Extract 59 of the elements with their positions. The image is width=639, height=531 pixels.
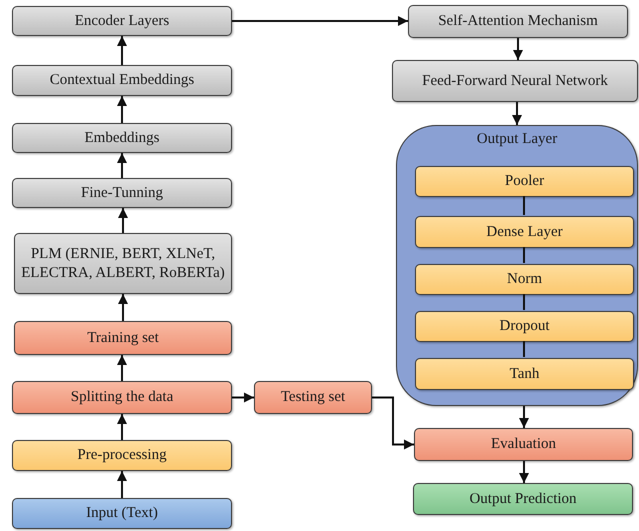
box-label: Feed-Forward Neural Network: [422, 72, 608, 90]
process-box: [413, 483, 633, 515]
box-label: Pre-processing: [77, 446, 167, 465]
arrow: [118, 294, 128, 321]
arrow: [118, 208, 128, 233]
box-label: Output Prediction: [469, 490, 577, 508]
process-box: [12, 65, 232, 96]
connector-line: [523, 247, 525, 263]
process-box: [12, 498, 232, 529]
box-label: Encoder Layers: [74, 12, 170, 30]
connector-line: [523, 341, 525, 357]
connector-line: [523, 196, 525, 215]
arrow: [512, 102, 522, 125]
process-box: [254, 381, 372, 414]
box-label: Testing set: [280, 388, 346, 407]
box-label: Contextual Embeddings: [50, 71, 194, 90]
process-box: [414, 428, 633, 461]
process-box: [12, 123, 232, 153]
arrow: [117, 414, 127, 440]
arrow: [117, 36, 127, 65]
box-label: Self-Attention Mechanism: [438, 12, 598, 31]
process-box: [12, 6, 232, 36]
process-box: [415, 358, 634, 390]
process-box: [415, 216, 634, 248]
box-label: Pooler: [504, 172, 544, 191]
process-box: [408, 5, 628, 38]
box-label: Input (Text): [86, 504, 158, 523]
process-box: [14, 233, 232, 294]
arrow: [117, 471, 127, 498]
process-box: [415, 166, 634, 197]
box-label: Evaluation: [491, 435, 556, 454]
arrow: [232, 392, 254, 402]
box-label: Dropout: [500, 317, 550, 336]
process-box: [12, 440, 232, 471]
process-box: [14, 321, 232, 355]
panel-title: Output Layer: [476, 130, 558, 149]
arrow: [519, 406, 529, 428]
box-label: Splitting the data: [70, 388, 174, 407]
process-box: [12, 381, 232, 414]
box-label: PLM (ERNIE, BERT, XLNeT, ELECTRA, ALBERT, RoBERTa): [21, 244, 225, 282]
process-box: [392, 60, 638, 102]
process-box: [415, 311, 634, 342]
arrow: [232, 16, 408, 26]
process-box: [415, 264, 634, 295]
arrow: [372, 396, 414, 450]
arrow: [513, 38, 523, 60]
arrow: [117, 153, 127, 178]
box-label: Fine-Tunning: [81, 184, 163, 202]
arrow: [519, 461, 529, 483]
group-panel: [396, 125, 638, 406]
connector-line: [523, 294, 525, 310]
arrow: [117, 96, 127, 123]
box-label: Dense Layer: [486, 222, 563, 242]
box-label: Norm: [507, 270, 542, 289]
box-label: Embeddings: [84, 128, 160, 148]
arrow: [117, 355, 127, 381]
box-label: Training set: [87, 328, 159, 348]
process-box: [12, 178, 232, 208]
box-label: Tanh: [510, 364, 540, 384]
